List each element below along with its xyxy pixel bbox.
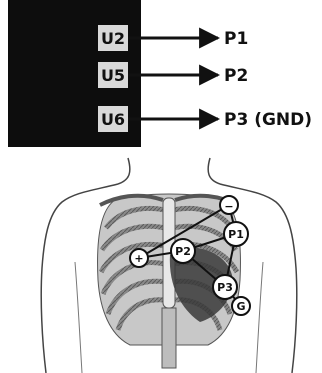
electrode-positive: + [130, 249, 148, 267]
neck-outline [118, 158, 220, 184]
electrode-p1-label: P1 [228, 228, 244, 241]
electrode-p2: P2 [171, 239, 195, 263]
electrode-p2-label: P2 [175, 245, 191, 258]
pin-row-u5: U5 P2 [98, 62, 248, 88]
pin-label-u2: U2 [101, 29, 125, 48]
electrode-p3-label: P3 [217, 281, 233, 294]
electrode-p3: P3 [213, 275, 237, 299]
pin-row-u2: U2 P1 [98, 25, 248, 51]
electrode-ground: G [232, 297, 250, 315]
spine [162, 308, 176, 368]
pin-target-p3-gnd: P3 (GND) [224, 110, 312, 130]
pin-label-u6: U6 [101, 110, 125, 129]
pin-target-p1: P1 [224, 29, 248, 49]
electrode-p1: P1 [224, 222, 248, 246]
torso-illustration [41, 158, 297, 373]
electrode-ground-label: G [236, 300, 245, 313]
pin-target-p2: P2 [224, 66, 248, 86]
pin-label-u5: U5 [101, 66, 125, 85]
electrode-negative-label: − [224, 200, 233, 213]
electrode-negative: − [220, 196, 238, 214]
electrode-positive-label: + [134, 252, 143, 265]
